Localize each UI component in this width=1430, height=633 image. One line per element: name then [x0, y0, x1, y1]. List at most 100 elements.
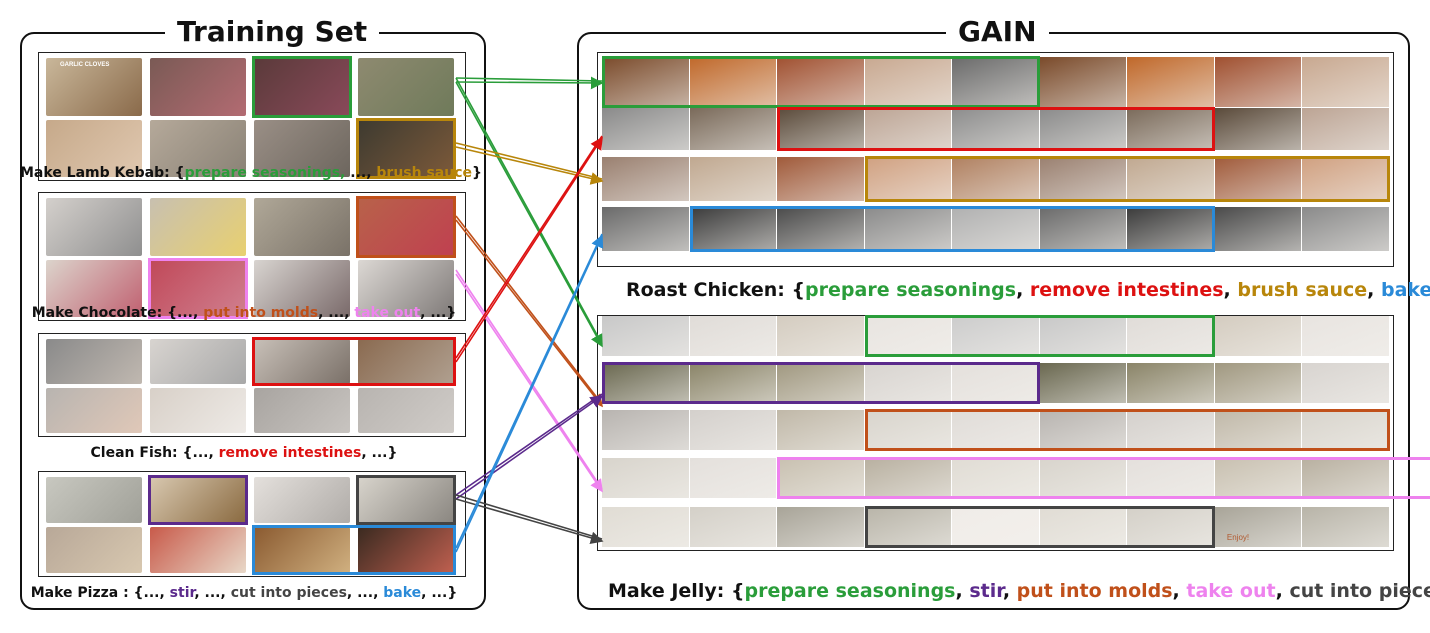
- video-frame-thumbnail: [150, 198, 246, 256]
- action-highlight-box: [777, 457, 1430, 499]
- step-label: prepare seasonings: [805, 279, 1017, 301]
- video-frame: [1039, 207, 1127, 251]
- arrow-stir: [455, 393, 603, 496]
- action-highlight-box: [602, 362, 1040, 404]
- arrow-remove-intestines: [455, 135, 603, 359]
- video-frame: [689, 507, 777, 547]
- video-frame-thumbnail: [46, 259, 142, 317]
- video-frame: [1302, 410, 1389, 450]
- video-frame: [1039, 316, 1127, 356]
- step-label: put into molds: [1016, 580, 1173, 602]
- video-frame: [864, 363, 952, 403]
- action-highlight-box: [864, 315, 1215, 357]
- step-label: stir: [969, 580, 1003, 602]
- video-frame: [777, 507, 864, 547]
- video-frame: [602, 108, 689, 150]
- video-frame: [864, 458, 952, 498]
- arrow-bake: [455, 233, 603, 549]
- video-frame: [689, 57, 777, 107]
- action-highlight-box: [864, 156, 1390, 202]
- video-frame-thumbnail: [150, 339, 246, 384]
- video-frame-thumbnail: [254, 58, 350, 116]
- video-frame: [602, 458, 689, 498]
- video-frame: [952, 363, 1039, 403]
- step-label: {: [174, 165, 185, 181]
- action-highlight-box: [252, 525, 456, 575]
- video-frame: [864, 157, 952, 201]
- step-label: brush sauce: [376, 165, 473, 181]
- video-frame-strip: Enjoy!: [602, 506, 1390, 548]
- arrow-take-out: [455, 273, 603, 493]
- video-frame-strip: [602, 107, 1390, 151]
- action-highlight-box: [148, 475, 248, 525]
- video-frame: [1127, 363, 1214, 403]
- video-frame: [952, 316, 1039, 356]
- video-frame: [952, 458, 1039, 498]
- gain-title: GAIN: [946, 16, 1049, 48]
- video-frame: [1302, 108, 1389, 150]
- video-frame: [1214, 410, 1302, 450]
- video-frame-thumbnail: [358, 58, 454, 116]
- video-frame-strip: [602, 56, 1390, 108]
- video-frame: [1127, 57, 1214, 107]
- video-frame: [1302, 458, 1389, 498]
- step-label: bake: [1381, 279, 1430, 301]
- video-frame: [952, 410, 1039, 450]
- video-frame: [1214, 157, 1302, 201]
- step-label: , ...,: [318, 305, 355, 321]
- video-frame: [1214, 207, 1302, 251]
- task-name: Make Lamb Kebab:: [20, 165, 175, 181]
- video-frame: [602, 507, 689, 547]
- video-frame: [602, 57, 689, 107]
- video-frame-thumbnail: [150, 58, 246, 116]
- video-frame: [777, 363, 864, 403]
- video-frame: [864, 410, 952, 450]
- training-video-box: [38, 471, 466, 577]
- video-frame: [1214, 108, 1302, 150]
- video-frame: [777, 57, 864, 107]
- step-label: , ...,: [194, 585, 231, 601]
- arrow-put-into-molds: [455, 215, 603, 405]
- video-frame-thumbnail: GARLIC CLOVES: [46, 58, 142, 116]
- video-frame: [689, 157, 777, 201]
- video-frame-strip: [602, 315, 1390, 357]
- action-highlight-box: [356, 117, 456, 179]
- video-frame: [1039, 157, 1127, 201]
- arrow-cut-into-pieces: [455, 494, 603, 540]
- step-label: cut into pieces: [230, 585, 347, 601]
- video-frame-thumbnail: [150, 259, 246, 317]
- video-frame: [602, 157, 689, 201]
- video-frame: [1039, 458, 1127, 498]
- video-frame-thumbnail: [254, 477, 350, 523]
- video-frame: [689, 316, 777, 356]
- video-frame-thumbnail: [46, 339, 142, 384]
- video-frame: [952, 108, 1039, 150]
- video-frame-thumbnail: [358, 477, 454, 523]
- arrow-remove-intestines: [455, 136, 603, 363]
- step-label: take out: [354, 305, 421, 321]
- arrow-put-into-molds: [455, 219, 603, 408]
- action-highlight-box: [252, 337, 456, 386]
- video-frame: [1127, 157, 1214, 201]
- arrow-prepare-seasonings-to-jelly: [455, 81, 603, 348]
- step-label: prepare seasonings: [744, 580, 956, 602]
- video-frame: [777, 410, 864, 450]
- step-label: ,: [1016, 279, 1030, 301]
- video-frame: [689, 363, 777, 403]
- video-frame: [602, 410, 689, 450]
- step-label: , ...}: [421, 585, 458, 601]
- task-caption: Roast Chicken: {prepare seasonings, remo…: [626, 279, 1430, 301]
- video-frame: [777, 157, 864, 201]
- video-frame: [1127, 458, 1214, 498]
- video-frame: [689, 458, 777, 498]
- arrow-prepare-seasonings-to-chicken: [455, 76, 604, 90]
- video-frame: [602, 316, 689, 356]
- video-frame-thumbnail: [358, 198, 454, 256]
- step-label: stir: [169, 585, 195, 601]
- task-caption: Make Lamb Kebab: {prepare seasonings, ..…: [20, 165, 482, 181]
- action-highlight-box: [252, 56, 352, 118]
- task-name: Clean Fish:: [90, 445, 183, 461]
- video-frame: [952, 207, 1039, 251]
- video-frame: [689, 410, 777, 450]
- step-label: remove intestines: [218, 445, 362, 461]
